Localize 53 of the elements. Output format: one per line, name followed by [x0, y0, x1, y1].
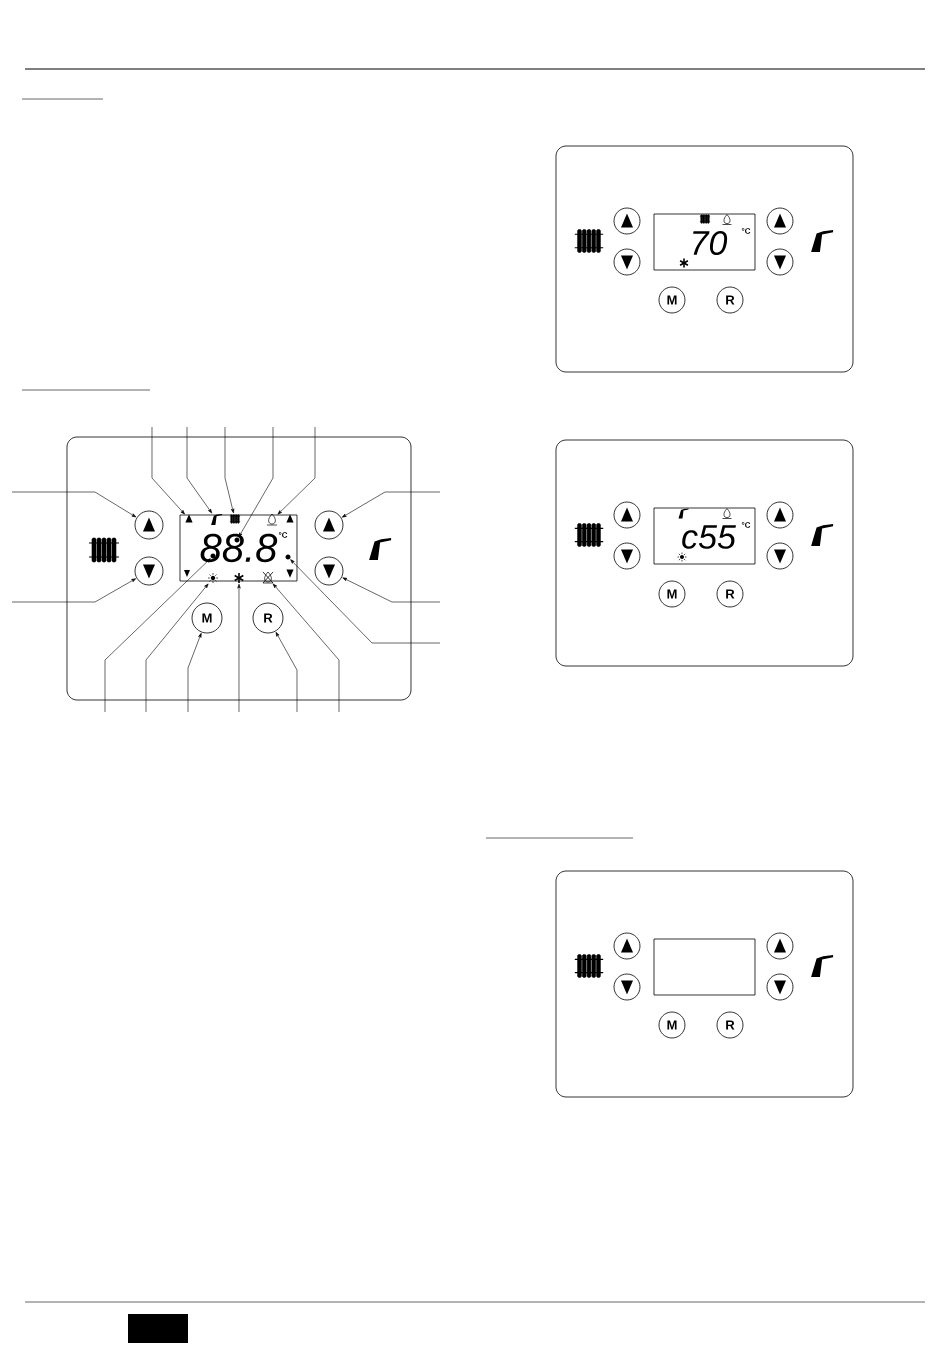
- arrow-button: [766, 542, 794, 570]
- lcd-display: [653, 938, 756, 996]
- round-button: M: [658, 1011, 686, 1039]
- control-panel: [555, 145, 854, 373]
- leader-line: [145, 583, 209, 713]
- leader-line: [277, 426, 316, 515]
- leader-line: [187, 633, 202, 713]
- round-button: M: [658, 286, 686, 314]
- arrow-button: [613, 973, 641, 1001]
- control-panel: [555, 870, 854, 1098]
- arrow-button: [766, 207, 794, 235]
- arrow-button: [613, 542, 641, 570]
- arrow-button: [766, 973, 794, 1001]
- lcd-display: 70 °C: [653, 213, 756, 271]
- arrow-button: [766, 501, 794, 529]
- arrow-button: [766, 932, 794, 960]
- round-button: R: [716, 286, 744, 314]
- leader-line: [224, 426, 235, 514]
- leader-line: [342, 577, 441, 603]
- arrow-button: [613, 932, 641, 960]
- leader-line: [11, 491, 137, 518]
- leader-line: [11, 578, 136, 603]
- crossed-flame-icon: [262, 571, 274, 584]
- leader-line: [151, 426, 185, 515]
- leader-line: [104, 558, 211, 713]
- control-panel: [66, 436, 412, 701]
- arrow-button: [613, 248, 641, 276]
- arrow-button: [314, 510, 344, 540]
- leader-line: [186, 426, 213, 514]
- arrow-button: [613, 207, 641, 235]
- sun-icon: [207, 572, 219, 584]
- round-button: R: [716, 1011, 744, 1039]
- flame-icon: [266, 513, 278, 526]
- round-button: R: [716, 580, 744, 608]
- leader-line: [238, 426, 274, 538]
- leader-line: [290, 559, 441, 644]
- radiator-icon: [229, 514, 241, 524]
- arrow-button: [134, 510, 164, 540]
- up-indicator: [185, 514, 193, 523]
- round-button: R: [252, 602, 284, 634]
- asterisk-icon: [233, 572, 245, 584]
- leader-line: [237, 583, 241, 713]
- arrow-button: [613, 501, 641, 529]
- arrow-button: [314, 556, 344, 586]
- leader-line: [275, 632, 298, 713]
- round-button: M: [191, 602, 223, 634]
- arrow-button: [134, 556, 164, 586]
- tap-icon: [211, 514, 223, 525]
- leader-line: [272, 583, 340, 713]
- leader-line: [341, 491, 441, 518]
- round-button: M: [658, 580, 686, 608]
- control-panel: [555, 439, 854, 667]
- arrow-button: [766, 248, 794, 276]
